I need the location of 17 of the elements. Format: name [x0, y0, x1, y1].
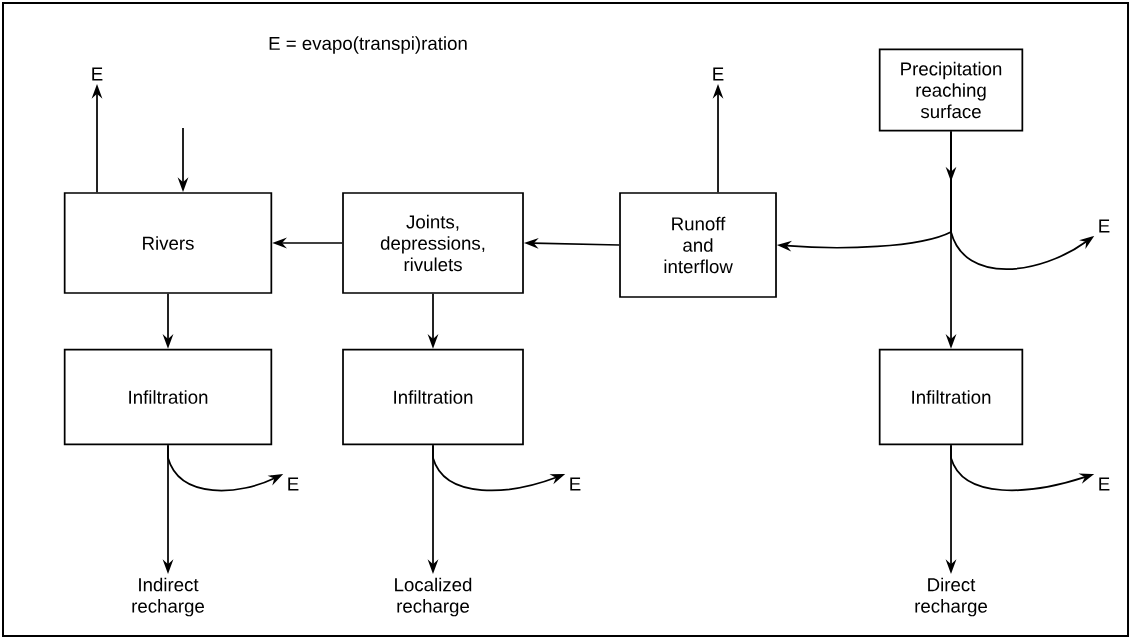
recharge-label: Direct recharge	[915, 577, 987, 617]
recharge-label: Indirect recharge	[132, 577, 204, 617]
process-box: Infiltration	[342, 348, 524, 446]
evaporation-label: E	[713, 67, 724, 81]
evaporation-label: E	[1099, 477, 1110, 491]
process-box: Infiltration	[878, 348, 1024, 446]
process-box: Precipitation reaching surface	[878, 48, 1024, 132]
process-box: Rivers	[63, 192, 273, 294]
recharge-label: Localized recharge	[395, 577, 472, 617]
process-box: Joints, depressions, rivulets	[342, 192, 524, 294]
process-box: Runoff and interflow	[619, 192, 777, 298]
evaporation-label: E	[1099, 219, 1110, 233]
legend-note: E = evapo(transpi)ration	[269, 36, 467, 54]
process-box: Infiltration	[63, 348, 273, 446]
evaporation-label: E	[570, 477, 581, 491]
evaporation-label: E	[92, 67, 103, 81]
evaporation-label: E	[288, 477, 299, 491]
